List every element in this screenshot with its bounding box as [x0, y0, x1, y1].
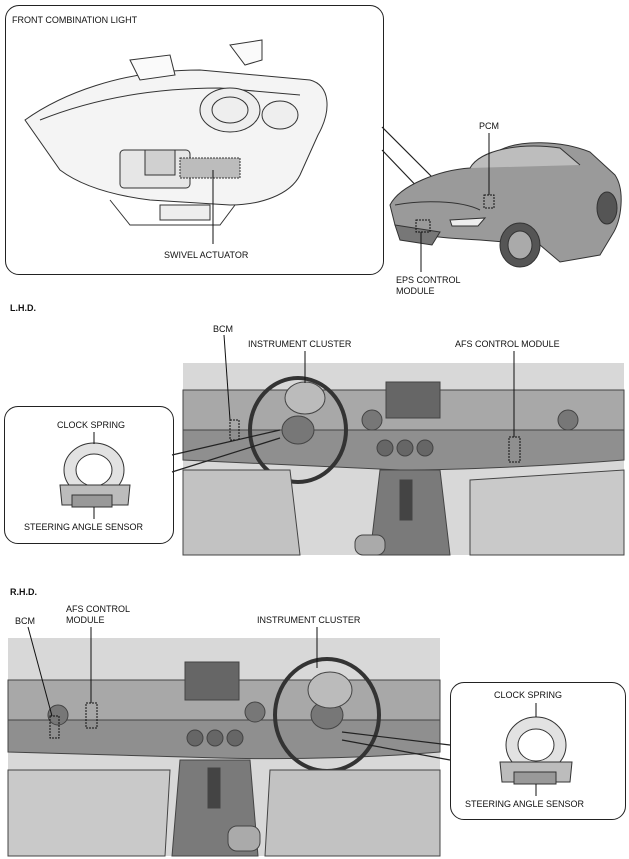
- pcm-label: PCM: [479, 121, 499, 131]
- lhd-clock-spring-panel: [4, 406, 174, 544]
- front-combination-light-label: FRONT COMBINATION LIGHT: [12, 15, 138, 25]
- swivel-actuator-label: SWIVEL ACTUATOR: [164, 250, 249, 260]
- eps-control-module-label: EPS CONTROL MODULE: [396, 275, 461, 297]
- rhd-dashboard-drawing: [7, 638, 441, 857]
- rhd-afs-control-module-line2: MODULE: [66, 615, 105, 625]
- eps-control-module-line1: EPS CONTROL: [396, 275, 461, 285]
- rhd-section-title: R.H.D.: [10, 587, 37, 597]
- lhd-clock-spring-label: CLOCK SPRING: [57, 420, 126, 430]
- lhd-dashboard-drawing: [182, 363, 625, 556]
- lhd-afs-control-module-label: AFS CONTROL MODULE: [455, 339, 560, 349]
- rhd-clock-spring-panel: [450, 682, 626, 820]
- rhd-clock-spring-label: CLOCK SPRING: [494, 690, 563, 700]
- rhd-steering-angle-sensor-label: STEERING ANGLE SENSOR: [465, 799, 585, 809]
- lhd-clock-spring-drawing: [59, 442, 131, 508]
- car-drawing: [389, 142, 622, 268]
- rhd-afs-control-module-label: AFS CONTROL MODULE: [66, 604, 130, 626]
- rhd-bcm-label: BCM: [15, 616, 35, 626]
- eps-control-module-line2: MODULE: [396, 286, 435, 296]
- lhd-instrument-cluster-label: INSTRUMENT CLUSTER: [248, 339, 352, 349]
- rhd-clock-spring-drawing: [499, 716, 573, 785]
- lhd-section-title: L.H.D.: [10, 303, 36, 313]
- lhd-bcm-label: BCM: [213, 324, 233, 334]
- front-combination-light-drawing: [24, 39, 328, 226]
- lhd-steering-angle-sensor-label: STEERING ANGLE SENSOR: [24, 522, 144, 532]
- rhd-afs-control-module-line1: AFS CONTROL: [66, 604, 131, 614]
- rhd-instrument-cluster-label: INSTRUMENT CLUSTER: [257, 615, 361, 625]
